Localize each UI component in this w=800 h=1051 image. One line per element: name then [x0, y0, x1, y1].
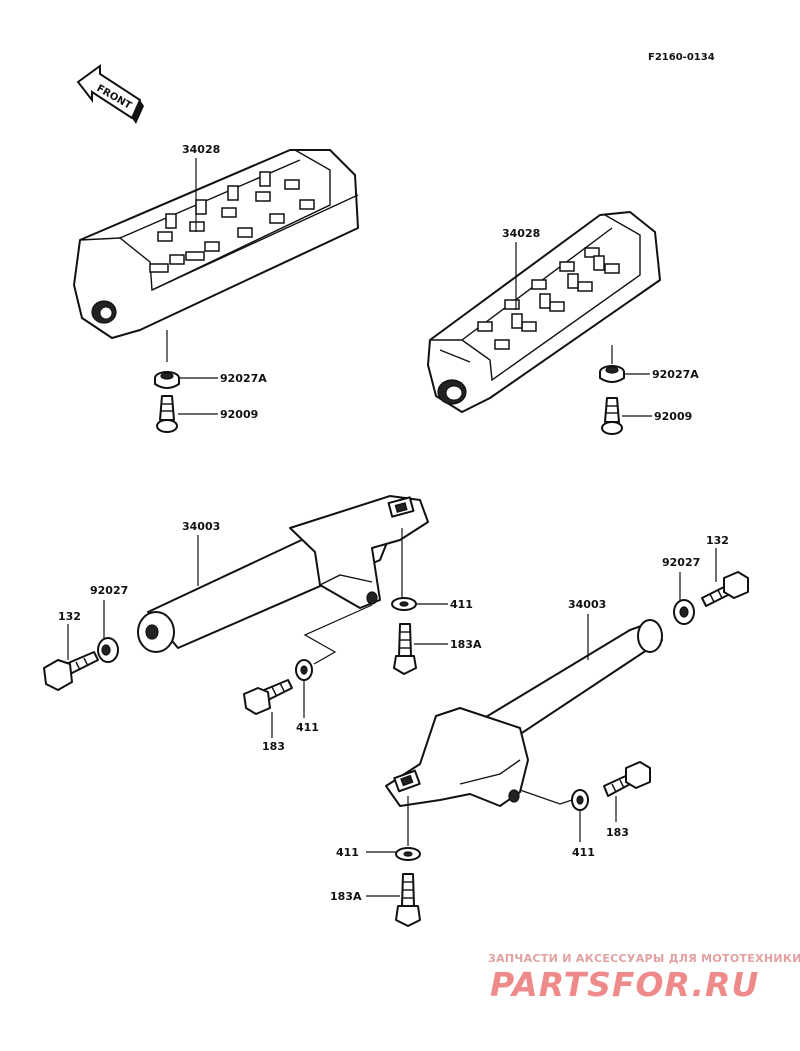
washer-left-mid [295, 659, 313, 681]
bolt-right-mid [603, 761, 651, 797]
label-washer-left-top: 411 [450, 598, 473, 611]
label-rubber-left: 34028 [182, 143, 220, 156]
pin-left [156, 395, 178, 433]
bolt-left-end [43, 651, 99, 691]
diagram-code: F2160-0134 [648, 52, 715, 63]
bolt-right-bottom [395, 873, 421, 927]
washer-left-top [391, 597, 417, 611]
label-bolt-right-end: 132 [706, 534, 729, 547]
washer-right-bottom [395, 847, 421, 861]
label-grommet-left: 92027A [220, 372, 267, 385]
bolt-left-mid [243, 679, 293, 715]
label-washer-right-end: 92027 [662, 556, 700, 569]
guide-line-right [519, 789, 573, 805]
label-rubber-right: 34028 [502, 227, 540, 240]
label-washer-right-bottom: 411 [336, 846, 359, 859]
pin-right [601, 397, 623, 435]
label-bracket-right: 34003 [568, 598, 606, 611]
watermark-tagline: ЗАПЧАСТИ И АКСЕССУАРЫ ДЛЯ МОТОТЕХНИКИ [488, 952, 800, 965]
label-grommet-right: 92027A [652, 368, 699, 381]
label-bolt-left-end: 132 [58, 610, 81, 623]
guide-line-left [303, 604, 373, 665]
front-arrow-icon: FRONT [76, 64, 144, 124]
washer-right-mid [571, 789, 589, 811]
footpeg-rubber-right [427, 211, 661, 413]
label-washer-right-mid: 411 [572, 846, 595, 859]
label-bolt-left-mid: 183 [262, 740, 285, 753]
label-washer-left-end: 92027 [90, 584, 128, 597]
label-pin-left: 92009 [220, 408, 258, 421]
washer-left-end [97, 637, 119, 663]
label-bolt-left-top: 183A [450, 638, 482, 651]
grommet-right [599, 365, 625, 383]
label-washer-left-mid: 411 [296, 721, 319, 734]
footpeg-bracket-right [385, 619, 663, 807]
footpeg-rubber-left [73, 149, 359, 339]
bolt-right-end [701, 571, 749, 607]
label-bolt-right-bottom: 183A [330, 890, 362, 903]
label-pin-right: 92009 [654, 410, 692, 423]
grommet-left [154, 371, 180, 389]
bolt-left-top [393, 623, 417, 675]
label-bracket-left: 34003 [182, 520, 220, 533]
watermark: ЗАПЧАСТИ И АКСЕССУАРЫ ДЛЯ МОТОТЕХНИКИ PA… [488, 952, 800, 1004]
washer-right-end [673, 599, 695, 625]
label-bolt-right-mid: 183 [606, 826, 629, 839]
watermark-brand: PARTSFOR.RU [490, 965, 759, 1004]
footpeg-bracket-left [137, 495, 429, 653]
